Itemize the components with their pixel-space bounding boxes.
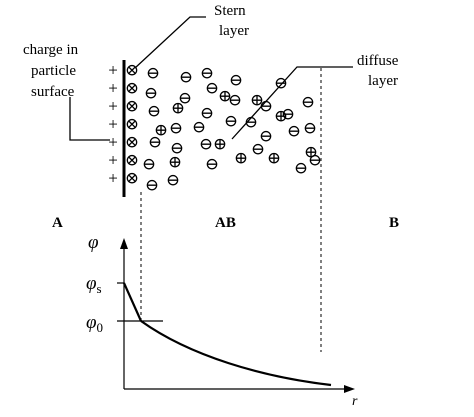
- anion-icon: ⊖: [179, 68, 193, 87]
- cation-icon: ⊕: [154, 121, 168, 140]
- y-axis-arrow-icon: [120, 238, 128, 249]
- anion-icon: ⊖: [303, 119, 317, 138]
- diffuse-pointer-line: [231, 66, 353, 140]
- surface-plus-charge: +: [108, 151, 118, 170]
- adsorbed-ion-icon: ⊗: [125, 169, 139, 188]
- anion-icon: ⊖: [308, 151, 322, 170]
- surface-pointer-line: [69, 97, 110, 141]
- x-axis-symbol: r: [352, 394, 358, 409]
- cation-icon: ⊕: [171, 99, 185, 118]
- cation-icon: ⊕: [304, 143, 318, 162]
- diffuse-layer-label-line2: layer: [368, 73, 398, 89]
- anion-icon: ⊖: [251, 140, 265, 159]
- diffuse-layer-label-line1: diffuse: [357, 53, 399, 69]
- cation-icon: ⊕: [213, 135, 227, 154]
- anion-icon: ⊖: [145, 176, 159, 195]
- anion-icon: ⊖: [144, 84, 158, 103]
- anion-icon: ⊖: [287, 122, 301, 141]
- cation-icon: ⊕: [274, 107, 288, 126]
- surface-plus-charge: +: [108, 115, 118, 134]
- y-axis-symbol: φ: [88, 232, 99, 253]
- anion-icon: ⊖: [142, 155, 156, 174]
- adsorbed-ion-icon: ⊗: [125, 151, 139, 170]
- anion-icon: ⊖: [301, 93, 315, 112]
- anion-icon: ⊖: [170, 139, 184, 158]
- surface-plus-charge: +: [108, 79, 118, 98]
- adsorbed-ion-icon: ⊗: [125, 61, 139, 80]
- phi-s-label: φs: [86, 273, 102, 296]
- surface-charges: + ⊗ + ⊗ + ⊗ + ⊗ + ⊗ + ⊗ + ⊗: [108, 61, 139, 188]
- anion-icon: ⊖: [281, 105, 295, 124]
- anion-icon: ⊖: [224, 112, 238, 131]
- anion-icon: ⊖: [205, 79, 219, 98]
- surface-plus-charge: +: [108, 61, 118, 80]
- stern-layer-label-line1: Stern: [214, 3, 246, 19]
- charge-label-line1: charge in: [23, 42, 79, 58]
- x-axis-arrow-icon: [344, 385, 355, 393]
- anion-icon: ⊖: [228, 91, 242, 110]
- anion-icon: ⊖: [244, 113, 258, 132]
- diffuse-potential-curve: [140, 320, 332, 387]
- region-b-label: B: [389, 215, 399, 231]
- cation-icon: ⊕: [267, 149, 281, 168]
- cation-icon: ⊕: [168, 153, 182, 172]
- anion-icon: ⊖: [166, 171, 180, 190]
- adsorbed-ion-icon: ⊗: [125, 97, 139, 116]
- surface-plus-charge: +: [108, 133, 118, 152]
- diffuse-ions: ⊖⊖⊖⊖⊖⊖⊖⊖⊖⊖⊖⊖⊖⊖⊖⊖⊖⊖⊖⊖⊖⊖⊖⊖⊖⊖⊖⊖⊖⊖⊖⊕⊕⊕⊕⊕⊕⊕⊕⊕…: [142, 64, 322, 195]
- adsorbed-ion-icon: ⊗: [125, 79, 139, 98]
- adsorbed-ion-icon: ⊗: [125, 133, 139, 152]
- anion-icon: ⊖: [259, 97, 273, 116]
- anion-icon: ⊖: [169, 119, 183, 138]
- cation-icon: ⊕: [250, 91, 264, 110]
- cation-icon: ⊕: [218, 87, 232, 106]
- region-a-label: A: [52, 215, 63, 231]
- anion-icon: ⊖: [205, 155, 219, 174]
- cation-icon: ⊕: [234, 149, 248, 168]
- anion-icon: ⊖: [200, 64, 214, 83]
- stern-layer-label-line2: layer: [219, 23, 249, 39]
- stern-potential-drop: [122, 282, 143, 322]
- surface-plus-charge: +: [108, 169, 118, 188]
- anion-icon: ⊖: [146, 64, 160, 83]
- charge-label-line3: surface: [31, 84, 75, 100]
- phi-0-label: φ0: [86, 312, 103, 335]
- anion-icon: ⊖: [274, 74, 288, 93]
- stern-pointer-line: [134, 16, 206, 69]
- charge-label-line2: particle: [31, 63, 76, 79]
- anion-icon: ⊖: [259, 127, 273, 146]
- anion-icon: ⊖: [148, 133, 162, 152]
- anion-icon: ⊖: [229, 71, 243, 90]
- adsorbed-ion-icon: ⊗: [125, 115, 139, 134]
- anion-icon: ⊖: [147, 102, 161, 121]
- anion-icon: ⊖: [294, 159, 308, 178]
- anion-icon: ⊖: [199, 135, 213, 154]
- anion-icon: ⊖: [200, 104, 214, 123]
- anion-icon: ⊖: [178, 89, 192, 108]
- anion-icon: ⊖: [192, 118, 206, 137]
- surface-plus-charge: +: [108, 97, 118, 116]
- region-ab-label: AB: [215, 215, 236, 231]
